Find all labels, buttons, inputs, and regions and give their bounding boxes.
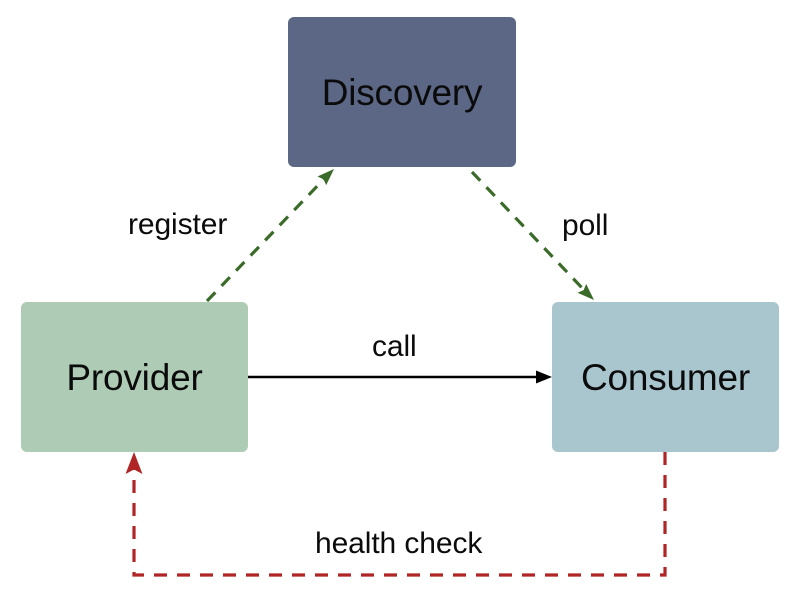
edge-call-arrowhead xyxy=(536,370,552,384)
edge-label-call: call xyxy=(372,330,417,363)
node-provider[interactable]: Provider xyxy=(21,302,248,452)
node-consumer-label: Consumer xyxy=(580,356,751,398)
edge-label-poll: poll xyxy=(562,209,609,242)
edge-health-check[interactable] xyxy=(125,452,667,577)
edge-poll[interactable] xyxy=(470,170,594,300)
node-discovery-label: Discovery xyxy=(321,71,483,113)
edge-register[interactable] xyxy=(205,169,334,303)
edge-poll-line xyxy=(470,170,587,293)
node-consumer[interactable]: Consumer xyxy=(552,302,779,452)
node-discovery[interactable]: Discovery xyxy=(288,17,516,167)
edge-call[interactable] xyxy=(248,370,552,384)
edge-health-check-arrowhead xyxy=(125,452,143,474)
edge-label-health-check: health check xyxy=(315,527,483,560)
edge-poll-arrowhead xyxy=(577,284,594,300)
node-provider-label: Provider xyxy=(66,356,203,398)
edge-register-arrowhead xyxy=(317,169,334,186)
edge-register-line xyxy=(205,176,327,303)
edge-label-register: register xyxy=(128,208,228,241)
